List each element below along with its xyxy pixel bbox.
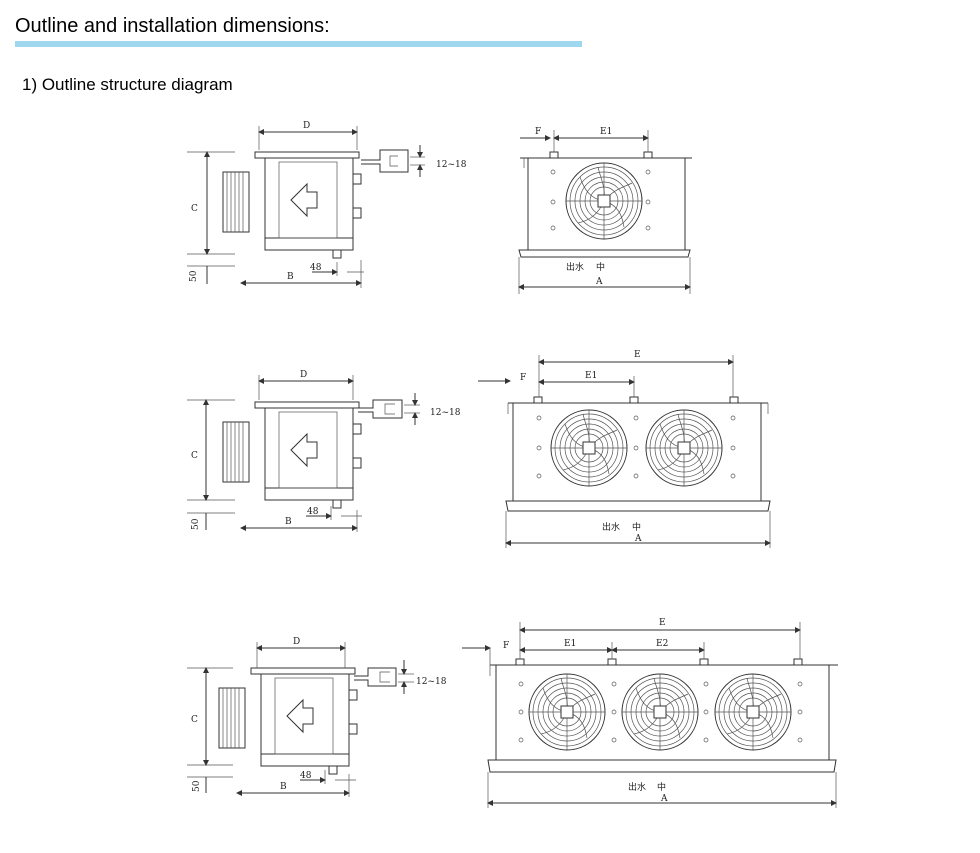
dim-50: 50 — [192, 780, 202, 792]
dim-E1: E1 — [600, 127, 612, 137]
title-underline — [15, 41, 582, 47]
dim-A: A — [595, 277, 603, 287]
dim-E: E — [634, 350, 641, 360]
bracket-label: 12~18 — [416, 677, 447, 687]
dim-C: C — [191, 204, 198, 214]
dim-F: F — [535, 127, 541, 137]
dim-50: 50 — [189, 270, 199, 282]
side-view-2: 12~18 D C 50 B 48 — [187, 370, 461, 532]
dim-E1: E1 — [585, 371, 597, 381]
dim-E1: E1 — [564, 639, 576, 649]
bracket-label: 12~18 — [430, 408, 461, 418]
section-title: 1) Outline structure diagram — [22, 75, 233, 94]
side-view-1: 12~18 D C 50 B 48 — [187, 121, 467, 288]
dim-B: B — [280, 782, 287, 792]
dim-48: 48 — [310, 263, 322, 273]
front-view-2: E E1 F 出水 中 A — [478, 350, 771, 548]
dim-F: F — [503, 641, 509, 651]
dim-50: 50 — [191, 518, 201, 530]
dim-D: D — [300, 370, 307, 380]
outlet-label: 出水 — [628, 781, 646, 793]
dim-B: B — [285, 517, 292, 527]
dim-C: C — [191, 715, 198, 725]
dim-E: E — [659, 618, 666, 628]
dim-B: B — [287, 272, 294, 282]
bracket-label: 12~18 — [436, 160, 467, 170]
dim-E2: E2 — [656, 639, 668, 649]
outlet-mark: 中 — [596, 261, 605, 273]
page-title: Outline and installation dimensions: — [15, 15, 330, 37]
dim-A: A — [660, 794, 668, 804]
outlet-mark: 中 — [632, 521, 641, 533]
dim-C: C — [191, 451, 198, 461]
outlet-label: 出水 — [566, 261, 584, 273]
dim-F: F — [520, 373, 526, 383]
dim-D: D — [293, 637, 300, 647]
front-view-1: F E1 出水 中 A — [518, 127, 692, 294]
dim-48: 48 — [307, 507, 319, 517]
front-view-3: E E1 E2 F 出水 中 A — [462, 618, 838, 808]
side-view-3: 12~18 D C 50 B 48 — [187, 637, 447, 797]
dim-D: D — [303, 121, 310, 131]
outlet-mark: 中 — [657, 781, 666, 793]
dim-48: 48 — [300, 771, 312, 781]
outlet-label: 出水 — [602, 521, 620, 533]
dim-A: A — [634, 534, 642, 544]
